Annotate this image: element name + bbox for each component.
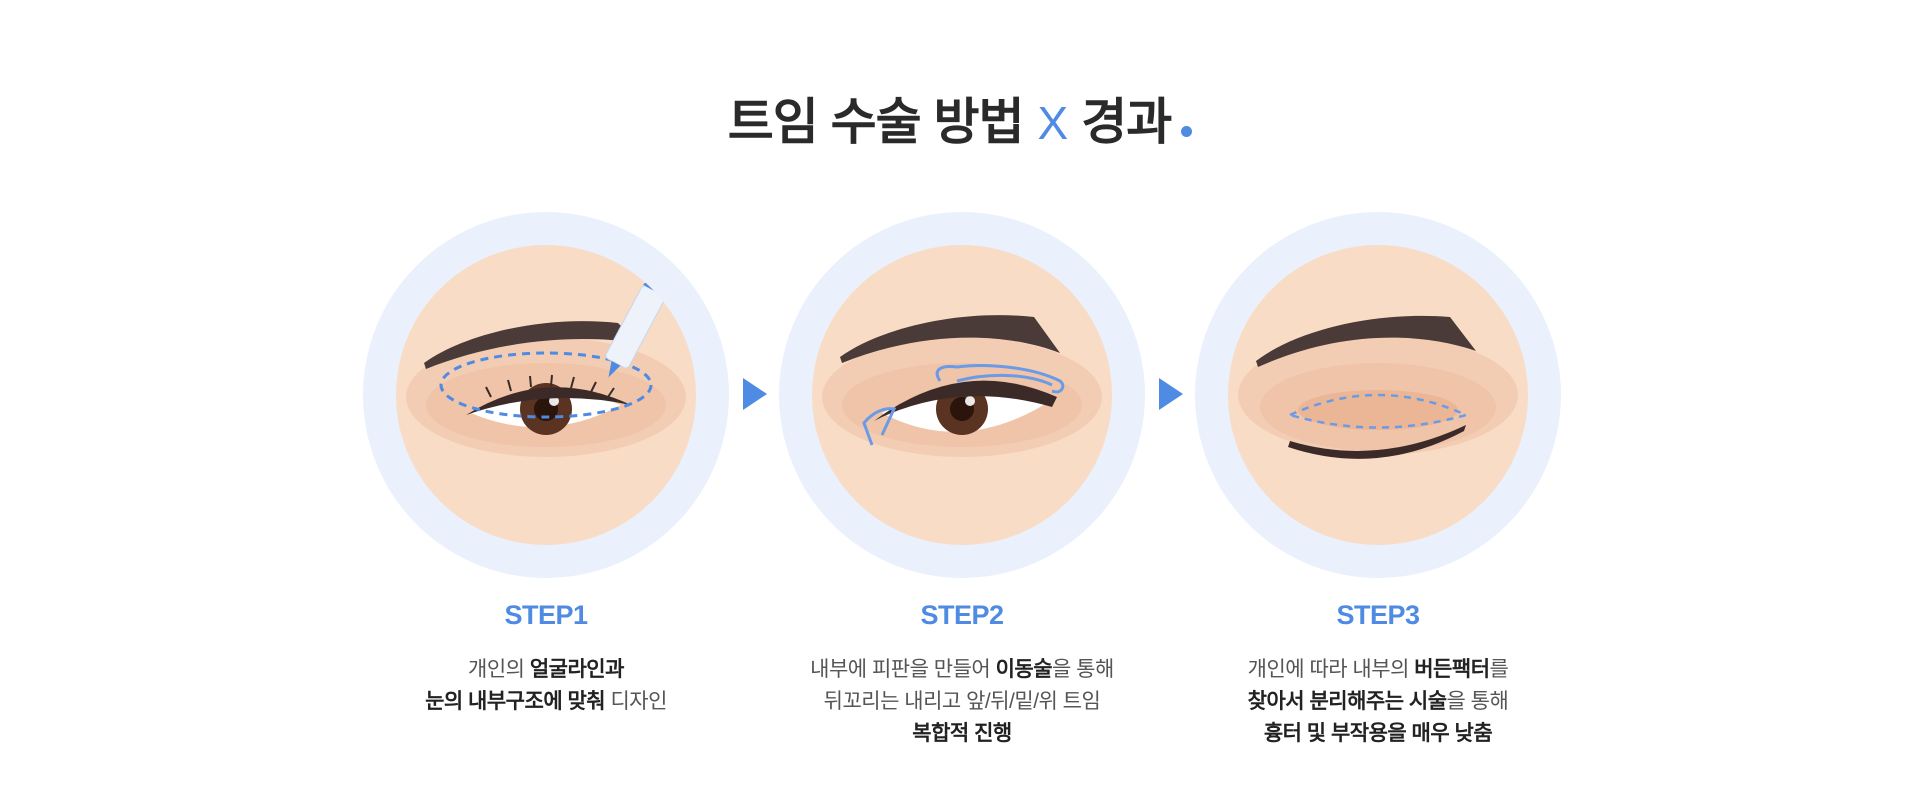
- text-normal: 디자인: [605, 690, 667, 713]
- eye-open-with-marker-icon: [396, 245, 696, 545]
- step-2-description: 내부에 피판을 만들어 이동술을 통해 뒤꼬리는 내리고 앞/뒤/밑/위 트임 …: [772, 654, 1152, 750]
- step-3-line-1: 개인에 따라 내부의 버든팩터를: [1188, 654, 1568, 686]
- title-end: 경과: [1081, 94, 1172, 150]
- step-1: STEP1 개인의 얼굴라인과 눈의 내부구조에 맞춰 디자인: [356, 208, 736, 768]
- text-normal: 내부에 피판을 만들어: [810, 658, 996, 681]
- text-normal: 을 통해: [1446, 690, 1509, 713]
- step-1-label: STEP1: [504, 600, 588, 630]
- step-2-illustration: [779, 212, 1145, 578]
- title-separator: X: [1037, 97, 1069, 149]
- title-main: 트임 수술 방법: [727, 94, 1025, 150]
- eye-with-incision-icon: [812, 245, 1112, 545]
- text-bold: 찾아서 분리해주는 시술: [1247, 690, 1447, 713]
- step-3-line-2: 찾아서 분리해주는 시술을 통해: [1188, 686, 1568, 718]
- text-normal: 을 통해: [1052, 658, 1114, 681]
- text-bold: 이동술: [995, 658, 1053, 681]
- step-2: STEP2 내부에 피판을 만들어 이동술을 통해 뒤꼬리는 내리고 앞/뒤/밑…: [772, 208, 1152, 768]
- step-2-line-3: 복합적 진행: [772, 718, 1152, 750]
- step-2-line-1: 내부에 피판을 만들어 이동술을 통해: [772, 654, 1152, 686]
- step-3-description: 개인에 따라 내부의 버든팩터를 찾아서 분리해주는 시술을 통해 흉터 및 부…: [1188, 654, 1568, 750]
- text-bold: 흉터 및 부작용을 매우 낮춤: [1263, 722, 1493, 745]
- text-bold: 얼굴라인과: [529, 658, 625, 681]
- step-2-line-2: 뒤꼬리는 내리고 앞/뒤/밑/위 트임: [772, 686, 1152, 718]
- step-1-line-2: 눈의 내부구조에 맞춰 디자인: [356, 686, 736, 718]
- step-3-line-3: 흉터 및 부작용을 매우 낮춤: [1188, 718, 1568, 750]
- step-1-line-1: 개인의 얼굴라인과: [356, 654, 736, 686]
- step-1-description: 개인의 얼굴라인과 눈의 내부구조에 맞춰 디자인: [356, 654, 736, 718]
- title-dot-icon: [1181, 126, 1193, 137]
- step-3-illustration: [1195, 212, 1561, 578]
- arrow-right-icon: [743, 378, 767, 410]
- text-bold: 버든팩터: [1414, 658, 1490, 681]
- text-normal: 개인에 따라 내부의: [1247, 658, 1415, 681]
- text-normal: 뒤꼬리는 내리고 앞/뒤/밑/위 트임: [823, 690, 1101, 713]
- step-3: STEP3 개인에 따라 내부의 버든팩터를 찾아서 분리해주는 시술을 통해 …: [1188, 208, 1568, 768]
- text-normal: 를: [1489, 658, 1509, 681]
- step-2-label: STEP2: [920, 600, 1004, 630]
- text-bold: 눈의 내부구조에 맞춰: [425, 690, 606, 713]
- eye-closed-icon: [1228, 245, 1528, 545]
- arrow-right-icon: [1159, 378, 1183, 410]
- text-bold: 복합적 진행: [912, 722, 1012, 745]
- step-1-illustration: [363, 212, 729, 578]
- step-3-label: STEP3: [1336, 600, 1420, 630]
- text-normal: 개인의: [468, 658, 530, 681]
